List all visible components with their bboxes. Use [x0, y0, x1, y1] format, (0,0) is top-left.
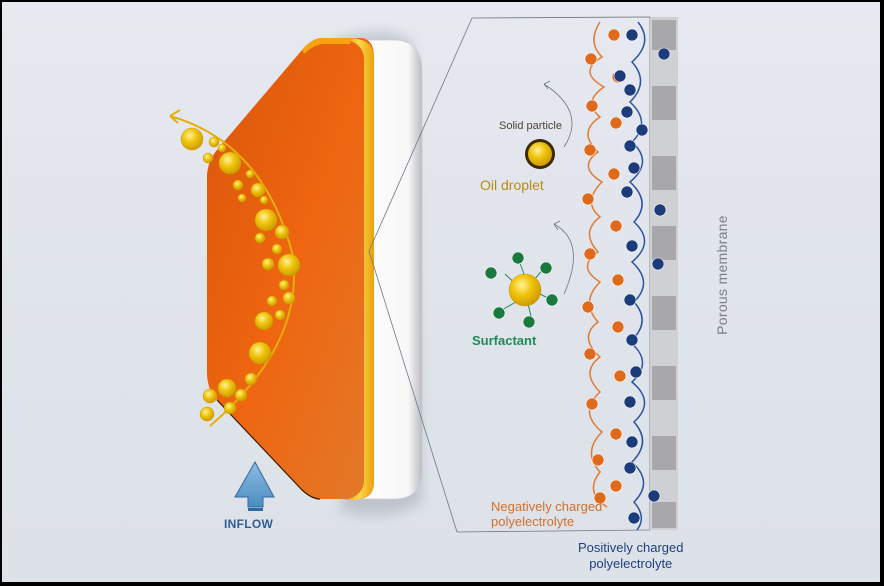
negative-label-line1: Negatively charged	[491, 499, 603, 514]
porous-membrane	[650, 17, 678, 530]
positive-label-line1: Positively charged	[578, 540, 684, 555]
positive-polyelectrolyte-chain	[613, 21, 671, 531]
negative-polyelectrolyte-label: Negatively charged polyelectrolyte	[491, 499, 602, 529]
inflow-label: INFLOW	[224, 517, 274, 531]
flow-path	[169, 109, 296, 427]
solid-particle-icon	[525, 80, 573, 169]
negative-polyelectrolyte-chain	[581, 21, 627, 508]
surfactant-label: Surfactant	[472, 333, 537, 348]
inflow-arrow-icon	[234, 460, 275, 511]
porous-membrane-label: Porous membrane	[713, 215, 730, 335]
solid-particle-label: Solid particle	[499, 120, 562, 132]
positive-label-line2: polyelectrolyte	[589, 556, 673, 571]
negative-label-line2: polyelectrolyte	[491, 514, 575, 529]
positive-polyelectrolyte-label: Positively charged polyelectrolyte	[578, 540, 684, 572]
surfactant-droplet-icon	[484, 220, 574, 329]
oil-droplet-label: Oil droplet	[480, 177, 544, 193]
oil-droplets	[180, 127, 301, 422]
